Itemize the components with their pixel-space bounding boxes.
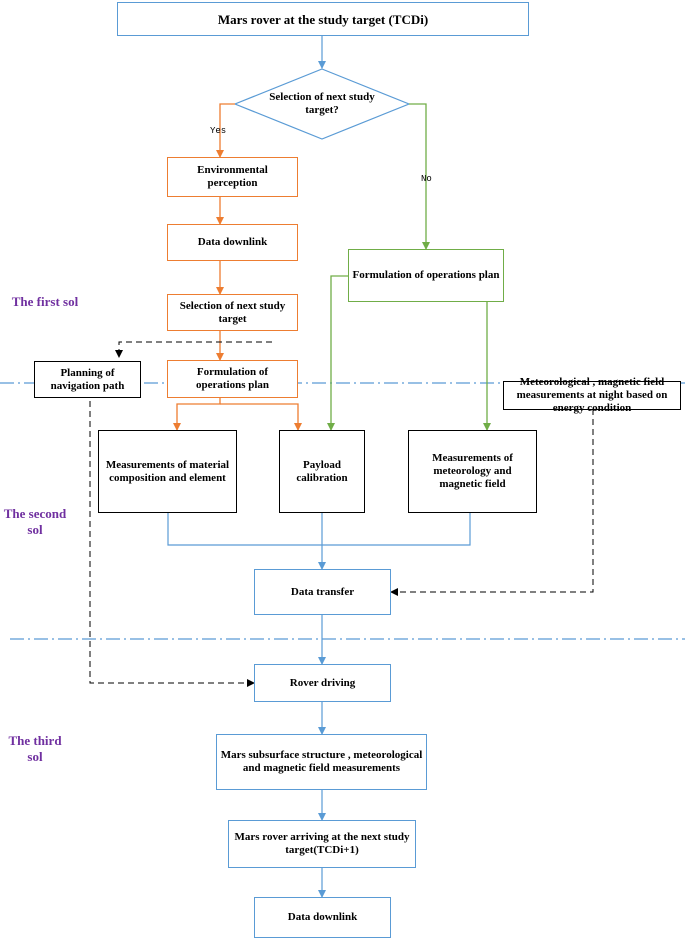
- data-transfer-node: Data transfer: [254, 569, 391, 615]
- night-measurement-node: Meteorological , magnetic field measurem…: [503, 376, 681, 414]
- yes-label: Yes: [210, 126, 227, 136]
- arrow-no-to-formulation: [409, 103, 430, 250]
- merge-line: [167, 513, 471, 546]
- formulation-plan-right-node: Formulation of operations plan: [348, 249, 504, 302]
- orange-split-right: [220, 403, 302, 431]
- data-downlink-node-1: Data downlink: [167, 224, 298, 261]
- rover-driving-node: Rover driving: [254, 664, 391, 702]
- no-label: No: [421, 174, 432, 184]
- payload-calibration-node: Payload calibration: [279, 430, 365, 513]
- decision-label: Selection of next study target?: [269, 91, 375, 116]
- decision-diamond: [233, 68, 411, 140]
- environmental-perception-node: Environmental perception: [167, 157, 298, 197]
- arriving-next-target-node: Mars rover arriving at the next study ta…: [228, 820, 416, 868]
- selection-next-target-node: Selection of next study target: [167, 294, 298, 331]
- data-downlink-node-2: Data downlink: [254, 897, 391, 938]
- dashed-navigation-to-driving: [89, 371, 255, 687]
- green-to-payload: [327, 275, 348, 431]
- arrow-yes-to-env: [216, 103, 235, 158]
- formulation-plan-left-node: Formulation of operations plan: [167, 360, 298, 398]
- navigation-path-node: Planning of navigation path: [34, 361, 141, 398]
- dashed-night-to-transfer: [390, 409, 594, 596]
- sol-label-third: The third sol: [8, 733, 62, 764]
- sol-label-first: The first sol: [11, 294, 79, 309]
- start-node: Mars rover at the study target (TCDi): [117, 2, 529, 36]
- meteorology-measurement-node: Measurements of meteorology and magnetic…: [408, 430, 537, 513]
- subsurface-measurement-node: Mars subsurface structure , meteorologic…: [216, 734, 427, 790]
- dashed-select-to-navigation: [115, 341, 272, 358]
- material-measurement-node: Measurements of material composition and…: [98, 430, 237, 513]
- orange-split-line: [173, 398, 221, 431]
- sol-label-second: The second sol: [3, 506, 67, 537]
